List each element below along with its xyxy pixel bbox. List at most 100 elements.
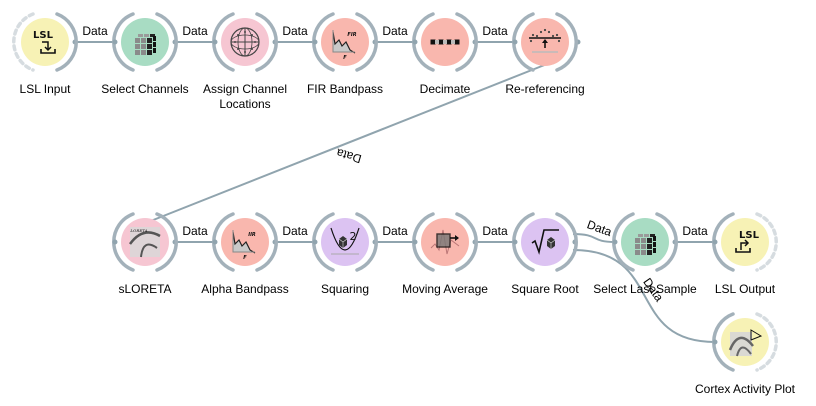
node-fir-bandpass[interactable]: FIR F (312, 12, 378, 72)
link-assign-channel-locations-to-fir-bandpass[interactable]: Data (272, 24, 316, 45)
node-label-line: LSL Input (19, 82, 71, 96)
node-label: LSL Input (0, 82, 115, 97)
node-label: Select Channels (75, 82, 215, 97)
input-anchor[interactable] (712, 339, 718, 345)
output-channel-bracket[interactable] (355, 212, 378, 272)
link-fir-bandpass-to-decimate[interactable]: Data (372, 24, 416, 45)
node-label-line: Assign Channel (202, 82, 288, 96)
link-label: Data (382, 24, 408, 38)
node-label: Squaring (275, 282, 415, 297)
cube-icon (635, 234, 656, 255)
output-channel-bracket[interactable] (55, 12, 78, 72)
input-anchor[interactable] (312, 39, 318, 45)
input-anchor[interactable] (212, 39, 218, 45)
svg-text:2: 2 (350, 230, 357, 243)
output-channel-bracket[interactable] (555, 12, 578, 72)
input-anchor[interactable] (412, 39, 418, 45)
output-channel-bracket[interactable] (155, 12, 178, 72)
input-anchor[interactable] (512, 39, 518, 45)
cortex-plot-icon (728, 329, 763, 357)
link-alpha-bandpass-to-squaring[interactable]: Data (272, 224, 316, 245)
node-lsl-output[interactable]: LSL (712, 212, 778, 272)
output-channel-bracket[interactable] (455, 12, 478, 72)
input-anchor[interactable] (112, 239, 118, 245)
link-label: Data (382, 224, 408, 238)
node-square-root[interactable] (512, 212, 578, 272)
output-channel-bracket[interactable] (655, 212, 678, 272)
node-circle[interactable] (521, 218, 569, 266)
node-label-line: Square Root (511, 282, 579, 296)
link-select-last-sample-to-lsl-output[interactable]: Data (672, 224, 716, 245)
link-label: Data (682, 224, 708, 238)
link-squaring-to-moving-average[interactable]: Data (372, 224, 416, 245)
node-re-referencing[interactable] (512, 12, 578, 72)
node-label: Re-referencing (475, 82, 615, 97)
output-channel-bracket[interactable] (255, 12, 278, 72)
node-squaring[interactable]: 2 (312, 212, 378, 272)
lsl-input-icon: LSL (33, 30, 56, 54)
input-anchor[interactable] (412, 239, 418, 245)
link-select-channels-to-assign-channel-locations[interactable]: Data (172, 24, 216, 45)
link-label: Data (482, 224, 508, 238)
input-anchor[interactable] (612, 239, 618, 245)
node-label: Decimate (375, 82, 515, 97)
node-label-line: Alpha Bandpass (201, 282, 289, 296)
link-sloreta-to-alpha-bandpass[interactable]: Data (172, 224, 216, 245)
sloreta-icon: LORETA (128, 227, 161, 258)
squaring-icon: 2 (330, 227, 360, 255)
link-square-root-to-select-last-sample[interactable]: Data (572, 217, 616, 245)
link-re-referencing-to-sloreta[interactable]: Data (132, 39, 581, 229)
node-label: sLORETA (75, 282, 215, 297)
svg-text:LORETA: LORETA (129, 228, 147, 233)
node-label-line: Squaring (320, 282, 370, 296)
svg-text:IIR: IIR (248, 232, 256, 238)
svg-text:FIR: FIR (347, 32, 356, 38)
svg-text:F: F (343, 55, 347, 61)
node-decimate[interactable] (412, 12, 478, 72)
link-moving-average-to-square-root[interactable]: Data (472, 224, 516, 245)
node-label-line: sLORETA (118, 282, 172, 296)
moving-average-icon (430, 229, 460, 255)
link-label: Data (182, 224, 208, 238)
input-anchor[interactable] (112, 39, 118, 45)
link-label: Data (282, 24, 308, 38)
link-decimate-to-re-referencing[interactable]: Data (472, 24, 516, 45)
output-channel-bracket[interactable] (155, 212, 178, 272)
input-anchor[interactable] (312, 239, 318, 245)
node-label-line: Moving Average (402, 282, 488, 296)
output-channel-bracket[interactable] (755, 212, 778, 272)
node-assign-channel-locations[interactable] (212, 12, 278, 72)
link-line[interactable] (572, 233, 616, 243)
link-lsl-input-to-select-channels[interactable]: Data (72, 24, 116, 45)
output-channel-bracket[interactable] (355, 12, 378, 72)
node-cortex-activity-plot[interactable] (712, 312, 778, 372)
node-select-channels[interactable] (112, 12, 178, 72)
node-moving-average[interactable] (412, 212, 478, 272)
output-channel-bracket[interactable] (455, 212, 478, 272)
svg-text:LSL: LSL (739, 230, 760, 241)
node-label: Select Last Sample (575, 282, 715, 297)
node-label-line: Decimate (419, 82, 471, 96)
node-sloreta[interactable]: LORETA (112, 212, 178, 272)
link-label: Data (482, 24, 508, 38)
input-anchor[interactable] (212, 239, 218, 245)
node-label-line: Select Channels (101, 82, 189, 96)
input-anchor[interactable] (512, 239, 518, 245)
output-channel-bracket[interactable] (555, 212, 578, 272)
node-select-last-sample[interactable] (612, 212, 678, 272)
node-circle[interactable] (721, 218, 769, 266)
node-label-line: Locations (219, 97, 271, 111)
output-channel-bracket[interactable] (255, 212, 278, 272)
input-anchor[interactable] (712, 239, 718, 245)
node-label: Square Root (475, 282, 615, 297)
input-channel-bracket[interactable] (12, 12, 35, 72)
link-line[interactable] (132, 63, 548, 229)
output-channel-bracket[interactable] (755, 312, 778, 372)
link-line[interactable] (572, 249, 716, 343)
node-lsl-input[interactable]: LSL (12, 12, 78, 72)
